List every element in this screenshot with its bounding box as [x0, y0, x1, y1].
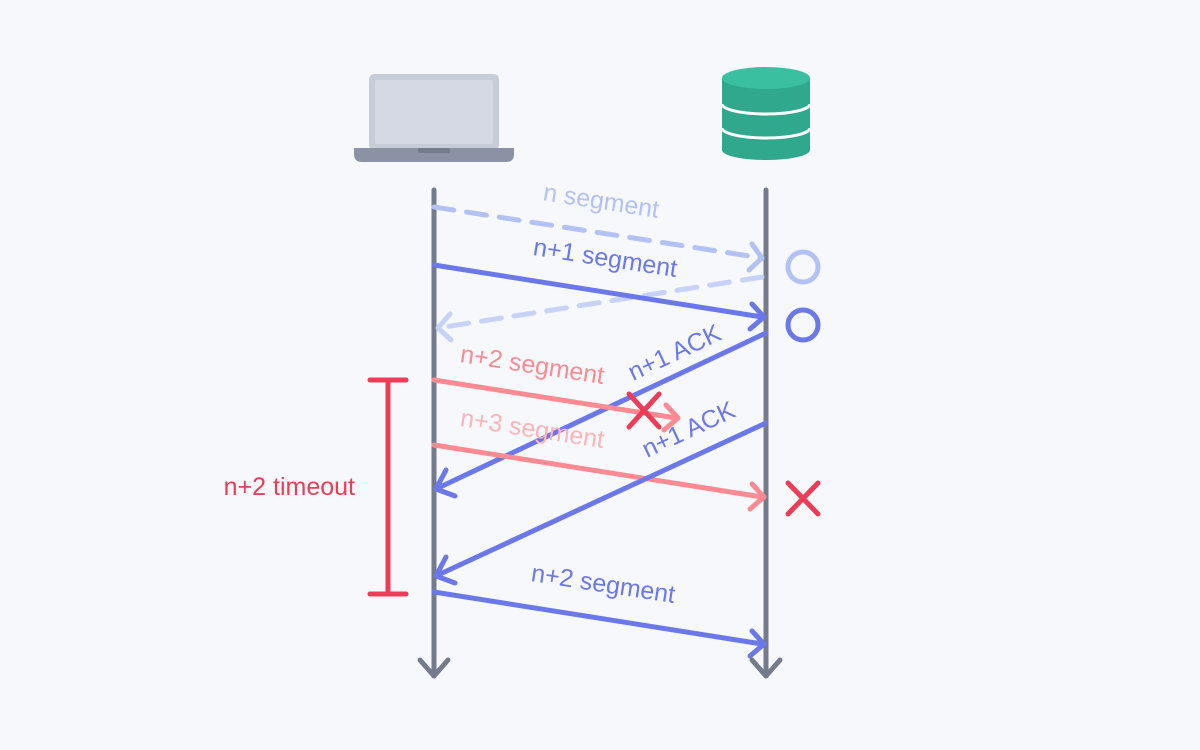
message-label: n+3 segment — [458, 404, 606, 454]
client-lifeline — [417, 187, 451, 679]
message-n-ack — [435, 274, 765, 343]
server-lifeline — [749, 187, 783, 679]
circle-icon — [785, 307, 821, 343]
message-label: n+2 segment — [458, 340, 606, 390]
message-label: n segment — [541, 178, 661, 224]
message-label: n+1 segment — [531, 233, 679, 283]
cross-icon — [785, 480, 821, 517]
message-label: n+1 ACK — [638, 396, 740, 464]
message-n2-segment-retransmit: n+2 segment — [431, 559, 767, 659]
message-label: n+2 segment — [529, 559, 677, 609]
cross-icon — [626, 391, 662, 430]
timeout-bracket — [367, 377, 409, 597]
message-n1-segment: n+1 segment — [431, 233, 767, 332]
database-icon — [720, 67, 812, 160]
timeout-label: n+2 timeout — [224, 473, 355, 501]
laptop-icon — [354, 74, 514, 162]
circle-icon — [785, 249, 821, 285]
